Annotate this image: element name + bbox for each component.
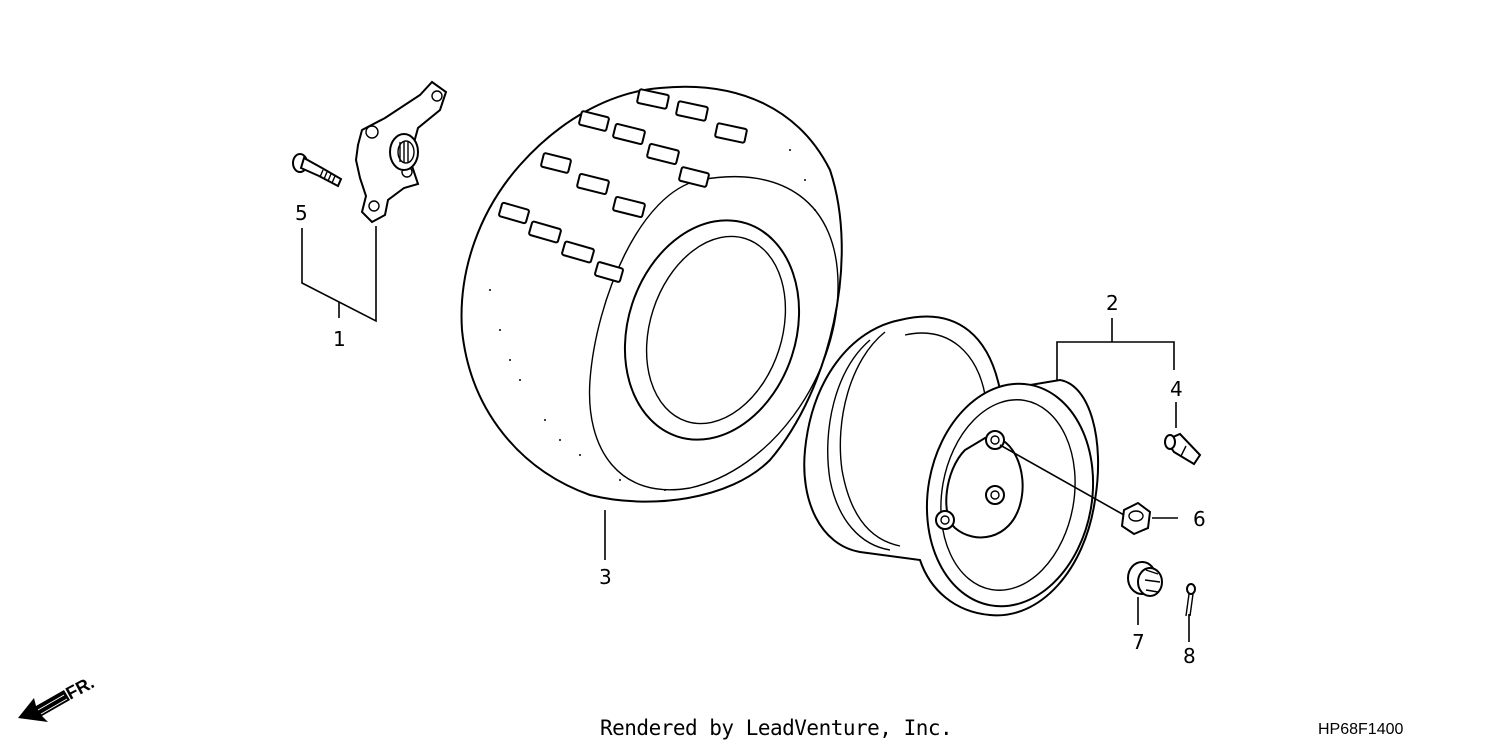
render-credit: Rendered by LeadVenture, Inc.	[600, 716, 953, 740]
diagram-code: HP68F1400	[1318, 721, 1404, 738]
wheel-nut-icon[interactable]	[1120, 501, 1152, 536]
wheel-rim-icon[interactable]	[803, 315, 1110, 619]
tire-icon[interactable]	[460, 85, 843, 503]
front-arrow-icon	[18, 690, 70, 722]
callout-8: 8	[1183, 644, 1196, 668]
leader-line-2	[1056, 341, 1175, 380]
leader-line-6-a	[999, 444, 1125, 516]
callout-2: 2	[1106, 291, 1119, 315]
cotter-pin-icon[interactable]	[1185, 583, 1196, 617]
callout-7: 7	[1132, 630, 1145, 654]
hub-stud-icon[interactable]	[292, 153, 343, 188]
callout-1: 1	[333, 327, 346, 351]
valve-stem-icon[interactable]	[1164, 432, 1202, 466]
callout-4: 4	[1170, 377, 1183, 401]
callout-5: 5	[295, 201, 308, 225]
callout-6: 6	[1193, 507, 1206, 531]
castle-nut-icon[interactable]	[1127, 561, 1163, 597]
callout-3: 3	[599, 565, 612, 589]
wheel-hub-icon[interactable]	[354, 80, 448, 224]
